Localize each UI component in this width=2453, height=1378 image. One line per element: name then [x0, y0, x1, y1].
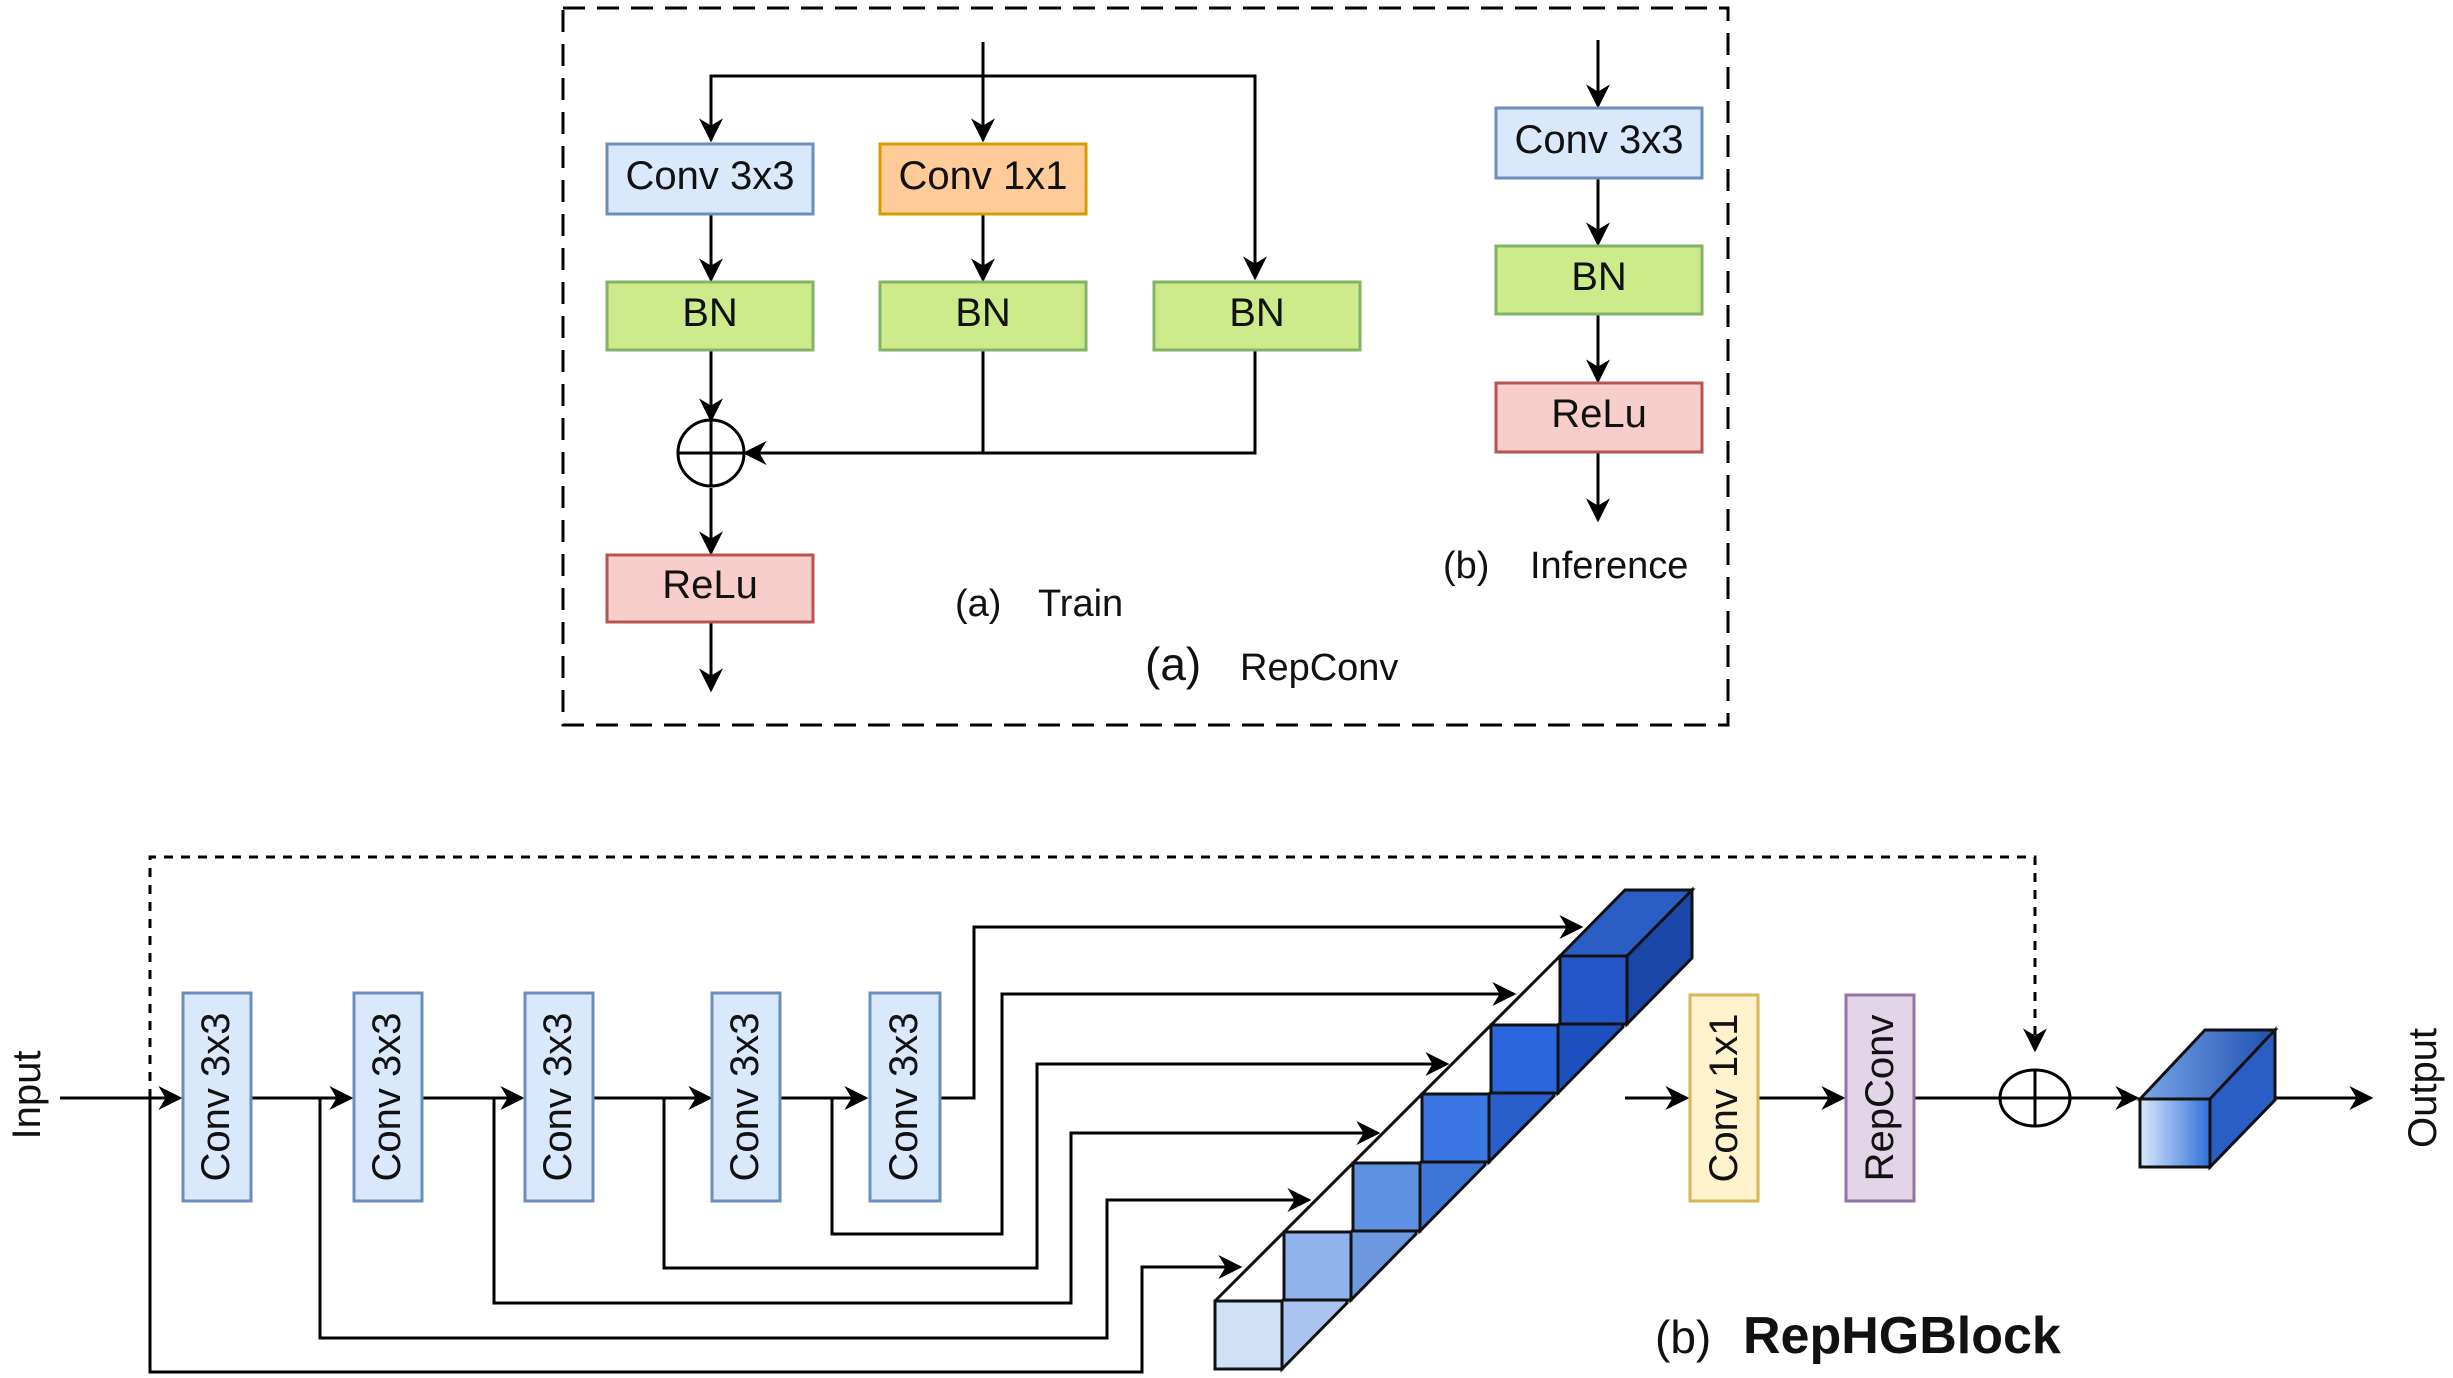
svg-text:Conv 1x1: Conv 1x1 — [1702, 1014, 1746, 1183]
svg-text:Conv 3x3: Conv 3x3 — [723, 1013, 767, 1182]
svg-text:Conv 3x3: Conv 3x3 — [1515, 118, 1684, 162]
svg-text:BN: BN — [955, 291, 1011, 335]
svg-text:Conv 3x3: Conv 3x3 — [626, 154, 795, 198]
repconv-caption-letter: (a) — [1145, 638, 1201, 690]
inference-caption-letter: (b) — [1443, 545, 1489, 587]
svg-text:ReLu: ReLu — [1551, 392, 1647, 436]
conv1x1-block: Conv 1x1 — [1688, 993, 1760, 1203]
conv-block-1: Conv 3x3 — [181, 991, 253, 1203]
add-circle-train — [676, 418, 746, 488]
output-label: Output — [2401, 1028, 2445, 1148]
repconv-frame — [561, 6, 1730, 727]
stack-cube-front-3 — [1351, 1161, 1422, 1233]
svg-text:Conv 3x3: Conv 3x3 — [536, 1013, 580, 1182]
input-label: Input — [5, 1051, 49, 1140]
stack-cube-front-1 — [1213, 1299, 1284, 1371]
conv-block-2: Conv 3x3 — [352, 991, 424, 1203]
stack-cube-front-2 — [1282, 1230, 1353, 1302]
stack-cube-top — [1556, 888, 1696, 958]
svg-text:BN: BN — [682, 291, 738, 335]
train-conv3-block: Conv 3x3 — [605, 142, 815, 216]
inference-caption-word: Inference — [1530, 545, 1688, 587]
repconv-block: RepConv — [1844, 993, 1916, 1203]
train-bn-c-block: BN — [1152, 280, 1362, 352]
rephg-caption-word: RepHGBlock — [1743, 1307, 2061, 1365]
stack-left-edge — [1213, 954, 1562, 1303]
svg-text:RepConv: RepConv — [1858, 1015, 1902, 1182]
rephg-caption-letter: (b) — [1655, 1311, 1711, 1363]
train-connectors — [699, 42, 1267, 693]
conv-block-3: Conv 3x3 — [523, 991, 595, 1203]
concat-feature-stack — [1213, 886, 1696, 1373]
stack-cube-front-5 — [1489, 1023, 1560, 1095]
train-conv1-block: Conv 1x1 — [878, 142, 1088, 216]
concat-connectors — [148, 915, 1584, 1374]
output-feature-cube — [2136, 1026, 2279, 1171]
conv-block-4: Conv 3x3 — [710, 991, 782, 1203]
train-caption-word: Train — [1038, 583, 1123, 625]
train-bn-a-block: BN — [605, 280, 815, 352]
train-bn-b-block: BN — [878, 280, 1088, 352]
svg-text:Conv 3x3: Conv 3x3 — [882, 1013, 926, 1182]
svg-text:BN: BN — [1571, 255, 1627, 299]
train-caption-letter: (a) — [955, 583, 1001, 625]
inference-relu-block: ReLu — [1494, 381, 1704, 454]
repconv-caption-word: RepConv — [1240, 647, 1398, 689]
stack-cube-front-4 — [1420, 1092, 1491, 1164]
stack-cube-front-6 — [1558, 954, 1629, 1026]
train-relu-block: ReLu — [605, 553, 815, 624]
svg-text:Conv 3x3: Conv 3x3 — [365, 1013, 409, 1182]
inference-bn-block: BN — [1494, 244, 1704, 316]
svg-text:BN: BN — [1229, 291, 1285, 335]
svg-text:Conv 1x1: Conv 1x1 — [899, 154, 1068, 198]
add-circle-output — [1998, 1068, 2072, 1128]
conv-block-5: Conv 3x3 — [868, 991, 942, 1203]
svg-text:Conv 3x3: Conv 3x3 — [194, 1013, 238, 1182]
inference-conv3-block: Conv 3x3 — [1494, 106, 1704, 180]
shortcut-dotted-line — [148, 855, 2047, 1098]
svg-text:ReLu: ReLu — [662, 563, 758, 607]
